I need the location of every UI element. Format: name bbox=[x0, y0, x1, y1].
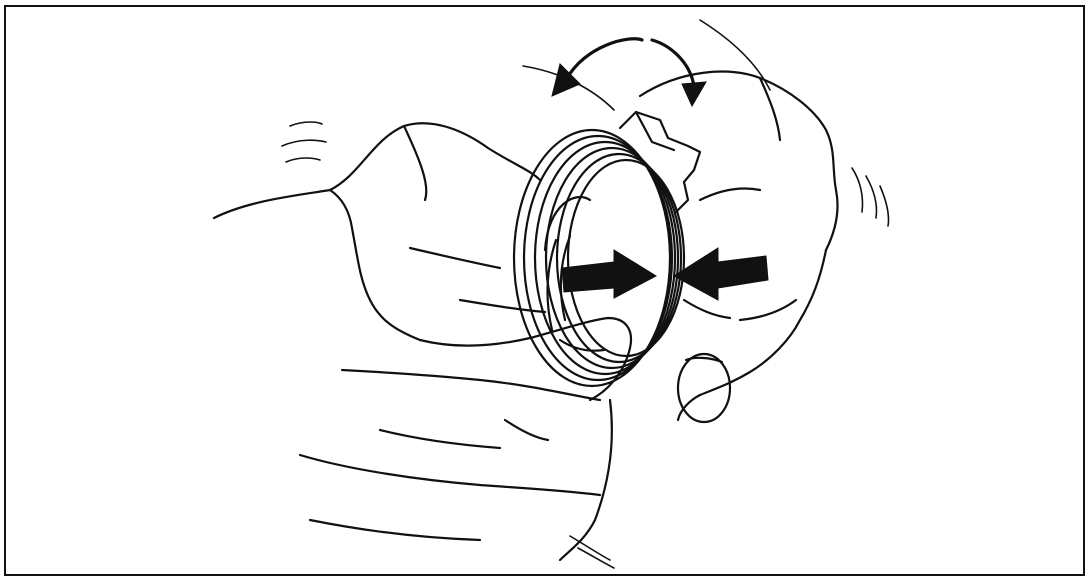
left-hand bbox=[214, 122, 631, 568]
left-inward-arrow-icon bbox=[562, 250, 656, 298]
curved-double-arrow-icon bbox=[523, 20, 770, 110]
right-inward-arrow-icon bbox=[674, 248, 768, 300]
coiled-ring bbox=[514, 112, 700, 386]
